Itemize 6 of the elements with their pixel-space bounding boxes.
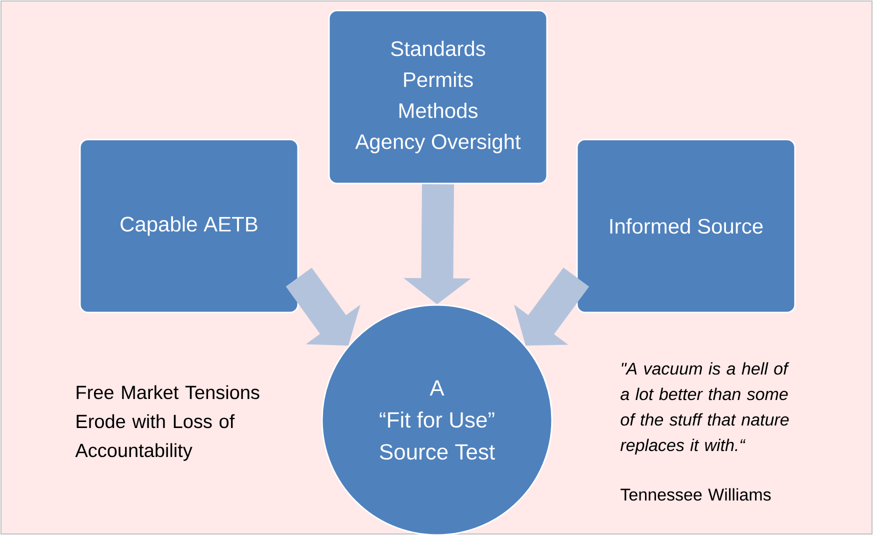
process-box: Standards Permits Methods Agency Oversight — [328, 10, 548, 184]
process-box: Informed Source — [576, 138, 796, 314]
note-text: Free Market Tensions Erode with Loss of Accountability — [75, 385, 260, 461]
quote-text: "A vacuum is a hell of a lot better than some of the stuff that nature replaces it with.“ — [620, 362, 790, 455]
quote-author: Tennessee Williams — [620, 488, 771, 501]
process-box: Capable AETB — [79, 138, 299, 314]
